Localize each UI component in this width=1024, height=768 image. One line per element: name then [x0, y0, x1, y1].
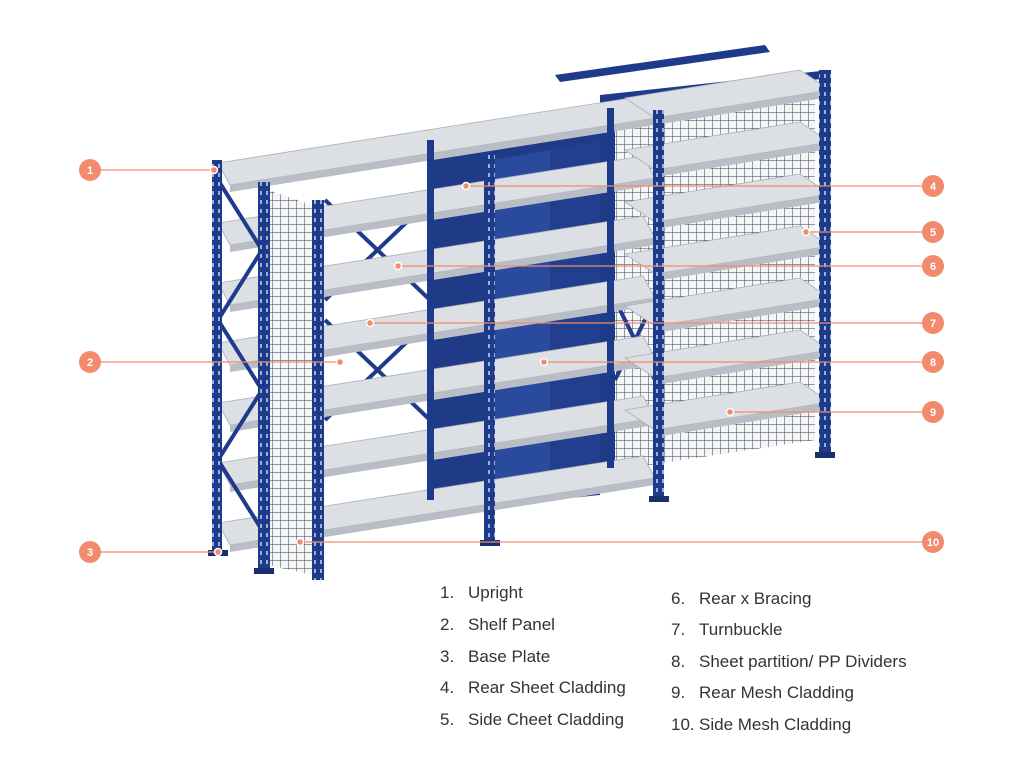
- shelf-panel-edge: [230, 298, 655, 372]
- svg-text:5: 5: [930, 227, 936, 239]
- legend-item: 4.Rear Sheet Cladding: [440, 678, 626, 697]
- legend-item: 9.Rear Mesh Cladding: [671, 683, 854, 702]
- svg-text:2: 2: [87, 357, 93, 369]
- shelf-panel-edge: [655, 142, 830, 177]
- callout-anchor-dots: [209, 165, 811, 557]
- svg-text:4: 4: [930, 181, 937, 193]
- shelving-diagram: 1 2 3 4 5 6 7 8 9 10: [79, 45, 944, 580]
- legend-item: 8.Sheet partition/ PP Dividers: [671, 652, 907, 671]
- legend-item: 10.Side Mesh Cladding: [671, 715, 852, 734]
- svg-text:7: 7: [930, 318, 936, 330]
- svg-text:9: 9: [930, 407, 936, 419]
- svg-text:10: 10: [927, 537, 939, 549]
- shelf-panel: [623, 225, 832, 275]
- callout-lines: [100, 169, 922, 553]
- shelf-panel-edge: [230, 418, 655, 492]
- shelf-panel-edge: [230, 358, 655, 432]
- legend-item: 1.Upright: [440, 583, 523, 602]
- callout-badge-1: 1: [79, 159, 101, 181]
- shelf-panels: [217, 69, 832, 552]
- callout-badge-3: 3: [79, 541, 101, 563]
- shelf-panel-edge: [655, 246, 830, 281]
- shelf-panel-edge: [655, 350, 830, 385]
- legend-item: 6.Rear x Bracing: [671, 589, 812, 608]
- legend-item: 5.Side Cheet Cladding: [440, 710, 624, 729]
- svg-text:1: 1: [87, 165, 93, 177]
- shelf-panel: [623, 121, 832, 171]
- shelf-panel-edge: [230, 238, 655, 312]
- callout-badge-9: 9: [922, 401, 944, 423]
- uprights: [258, 70, 831, 580]
- side-mesh-cladding: [268, 190, 312, 575]
- legend-item: 3.Base Plate: [440, 647, 551, 666]
- shelf-panel-edge: [230, 478, 655, 552]
- svg-text:3: 3: [87, 547, 93, 559]
- svg-text:6: 6: [930, 261, 936, 273]
- legend-item: 2.Shelf Panel: [440, 615, 555, 634]
- parts-legend: 1.Upright 2.Shelf Panel 3.Base Plate 4.R…: [440, 583, 1000, 753]
- callout-badge-7: 7: [922, 312, 944, 334]
- callout-badge-2: 2: [79, 351, 101, 373]
- shelf-panel-edge: [655, 298, 830, 333]
- svg-text:8: 8: [930, 357, 936, 369]
- shelf-panel-edge: [230, 178, 655, 252]
- callout-badge-5: 5: [922, 221, 944, 243]
- legend-item: 7.Turnbuckle: [671, 620, 783, 639]
- left-side-frame: [212, 160, 265, 555]
- shelf-panel-edge: [655, 194, 830, 229]
- shelf-panel-edge: [655, 402, 830, 437]
- shelf-panel-edge: [230, 118, 655, 192]
- callout-badge-10: 10: [922, 531, 944, 553]
- callout-badge-6: 6: [922, 255, 944, 277]
- shelf-panel-edge: [655, 90, 830, 125]
- callout-badge-8: 8: [922, 351, 944, 373]
- callout-badge-4: 4: [922, 175, 944, 197]
